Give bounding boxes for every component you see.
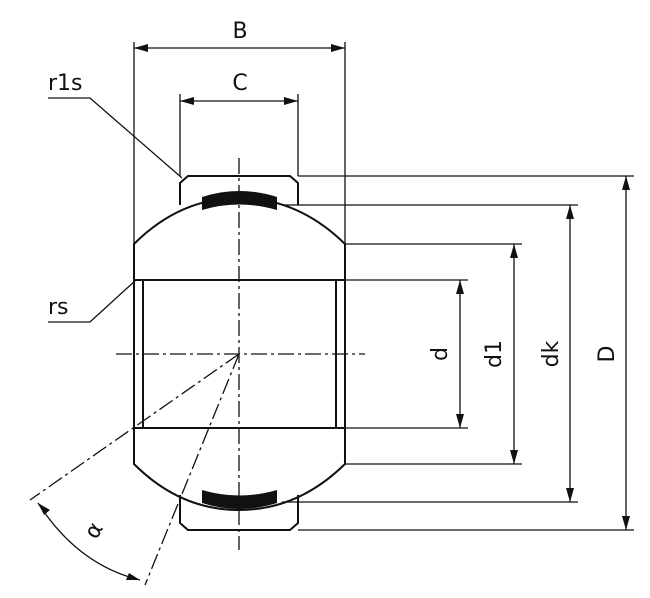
label-C: C [232, 71, 247, 96]
label-d: d [428, 347, 453, 361]
label-B: B [232, 19, 247, 44]
label-dk: dk [539, 340, 564, 367]
r1s-leader [48, 97, 183, 179]
label-rs: rs [48, 295, 69, 320]
dimension-d [345, 279, 468, 429]
label-alpha: α [80, 518, 109, 543]
label-d1: d1 [482, 340, 507, 368]
dimension-C [179, 94, 299, 176]
label-r1s: r1s [48, 71, 83, 96]
dimension-d1 [345, 243, 522, 465]
tilt-line-outer [29, 353, 240, 501]
outer-ring-top [179, 175, 299, 205]
liner-bottom [202, 490, 277, 509]
rs-leader [48, 279, 137, 323]
dimension-D [298, 175, 634, 531]
tilt-line-inner [144, 353, 240, 586]
label-D: D [595, 346, 620, 363]
alpha-arrow-1 [38, 503, 50, 515]
alpha-arc [37, 502, 141, 581]
dimension-dk [282, 204, 578, 503]
dimension-B [133, 42, 346, 244]
alpha-arrow-2 [126, 573, 140, 580]
